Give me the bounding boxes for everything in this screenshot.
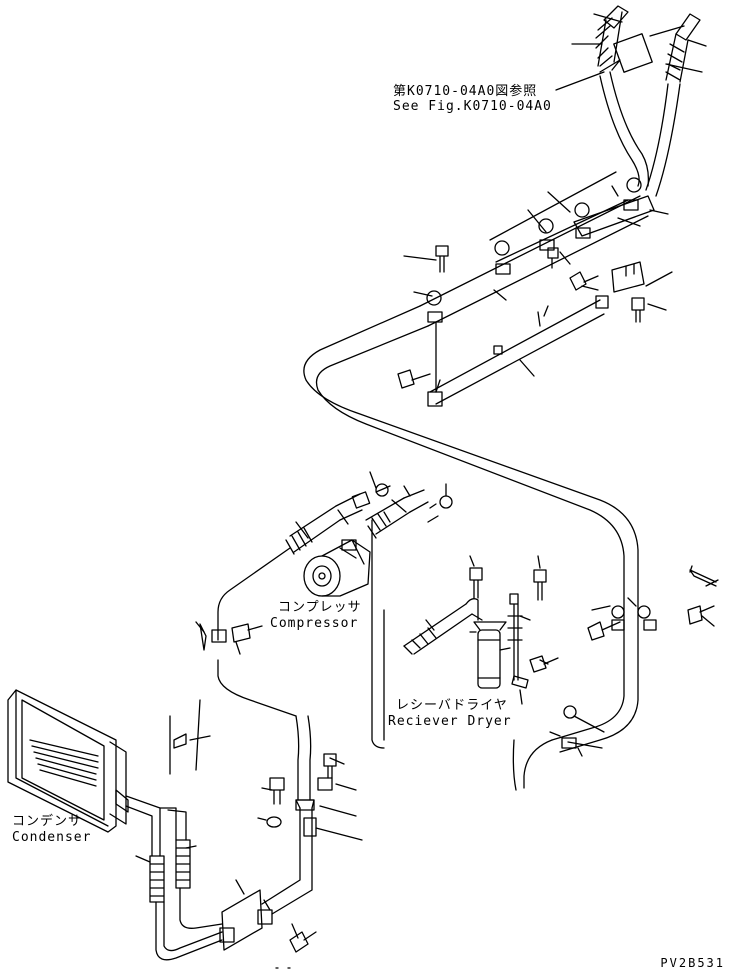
receiver-dryer-label-en: Reciever Dryer bbox=[388, 714, 512, 729]
lower-bracket bbox=[169, 699, 363, 953]
receiver-dryer bbox=[371, 519, 559, 749]
compressor-label-en: Compressor bbox=[270, 616, 359, 631]
condenser bbox=[7, 689, 223, 961]
figure-reference: 第K0710-04A0図参照 See Fig.K0710-04A0 bbox=[393, 84, 552, 114]
condenser-label-en: Condenser bbox=[12, 830, 92, 845]
reference-en: See Fig.K0710-04A0 bbox=[393, 99, 552, 114]
condenser-label-jp: コンデンサ bbox=[12, 814, 83, 829]
right-clamps bbox=[549, 565, 719, 757]
reference-jp: 第K0710-04A0図参照 bbox=[393, 84, 538, 99]
refrigerant-pipe-loop bbox=[303, 305, 639, 791]
clamp-rail-assembly bbox=[397, 171, 673, 407]
compressor bbox=[195, 471, 453, 717]
receiver-dryer-label-jp: レシーバドライヤ bbox=[396, 698, 508, 713]
compressor-label-jp: コンプレッサ bbox=[278, 600, 362, 615]
drawing-code: PV2B531 bbox=[660, 956, 725, 970]
cab-unit-connection bbox=[555, 5, 707, 197]
